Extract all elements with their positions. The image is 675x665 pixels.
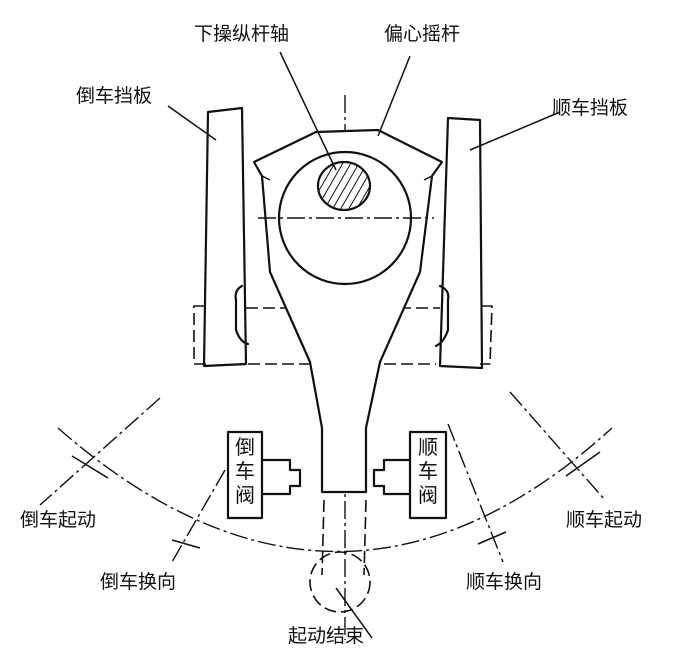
reverse-baffle [202,106,248,368]
reverse-changeover-mark [171,469,226,563]
forward-changeover-cross [477,531,507,545]
forward-baffle-stop [434,284,450,348]
label-reverse-baffle: 倒车挡板 [76,85,152,107]
leader-reverse-baffle [167,105,217,141]
forward-changeover-mark [447,423,504,563]
label-forward-start: 顺车起动 [566,509,642,531]
leader-shaft [279,51,337,171]
lever-end-knob [309,551,371,613]
reverse-start-cross [71,455,109,479]
reverse-valve-stem [260,458,302,496]
rocker-inner-right [423,175,433,181]
lower-lever-extension [321,499,367,576]
reverse-start-mark [39,397,161,506]
eccentric-rocker [252,128,444,494]
reverse-valve [226,430,264,520]
forward-start-cross [565,451,601,477]
forward-baffle [438,116,484,370]
label-reverse-start: 倒车起动 [20,509,96,531]
label-lower-lever-shaft: 下操纵杆轴 [194,23,289,45]
leader-rocker [377,55,411,137]
reverse-baffle-stop [234,284,250,346]
forward-baffle-dashed [480,305,493,365]
label-forward-baffle: 顺车挡板 [552,97,628,119]
forward-valve [408,430,448,520]
reverse-changeover-cross [171,539,201,549]
label-forward-changeover: 顺车换向 [466,571,542,593]
reverse-baffle-dashed [193,305,206,365]
lower-lever-shaft [316,160,372,212]
label-forward-valve: 顺车阀 [418,435,438,507]
forward-start-mark [509,391,606,501]
label-reverse-changeover: 倒车换向 [100,571,176,593]
forward-valve-stem [372,458,412,496]
leader-start-end [335,587,373,639]
label-start-end: 起动结束 [288,625,364,647]
rocker-inner-left [261,175,271,181]
label-eccentric-rocker: 偏心摇杆 [384,23,460,45]
leader-forward-baffle [469,111,561,151]
label-reverse-valve: 倒车阀 [235,435,255,507]
